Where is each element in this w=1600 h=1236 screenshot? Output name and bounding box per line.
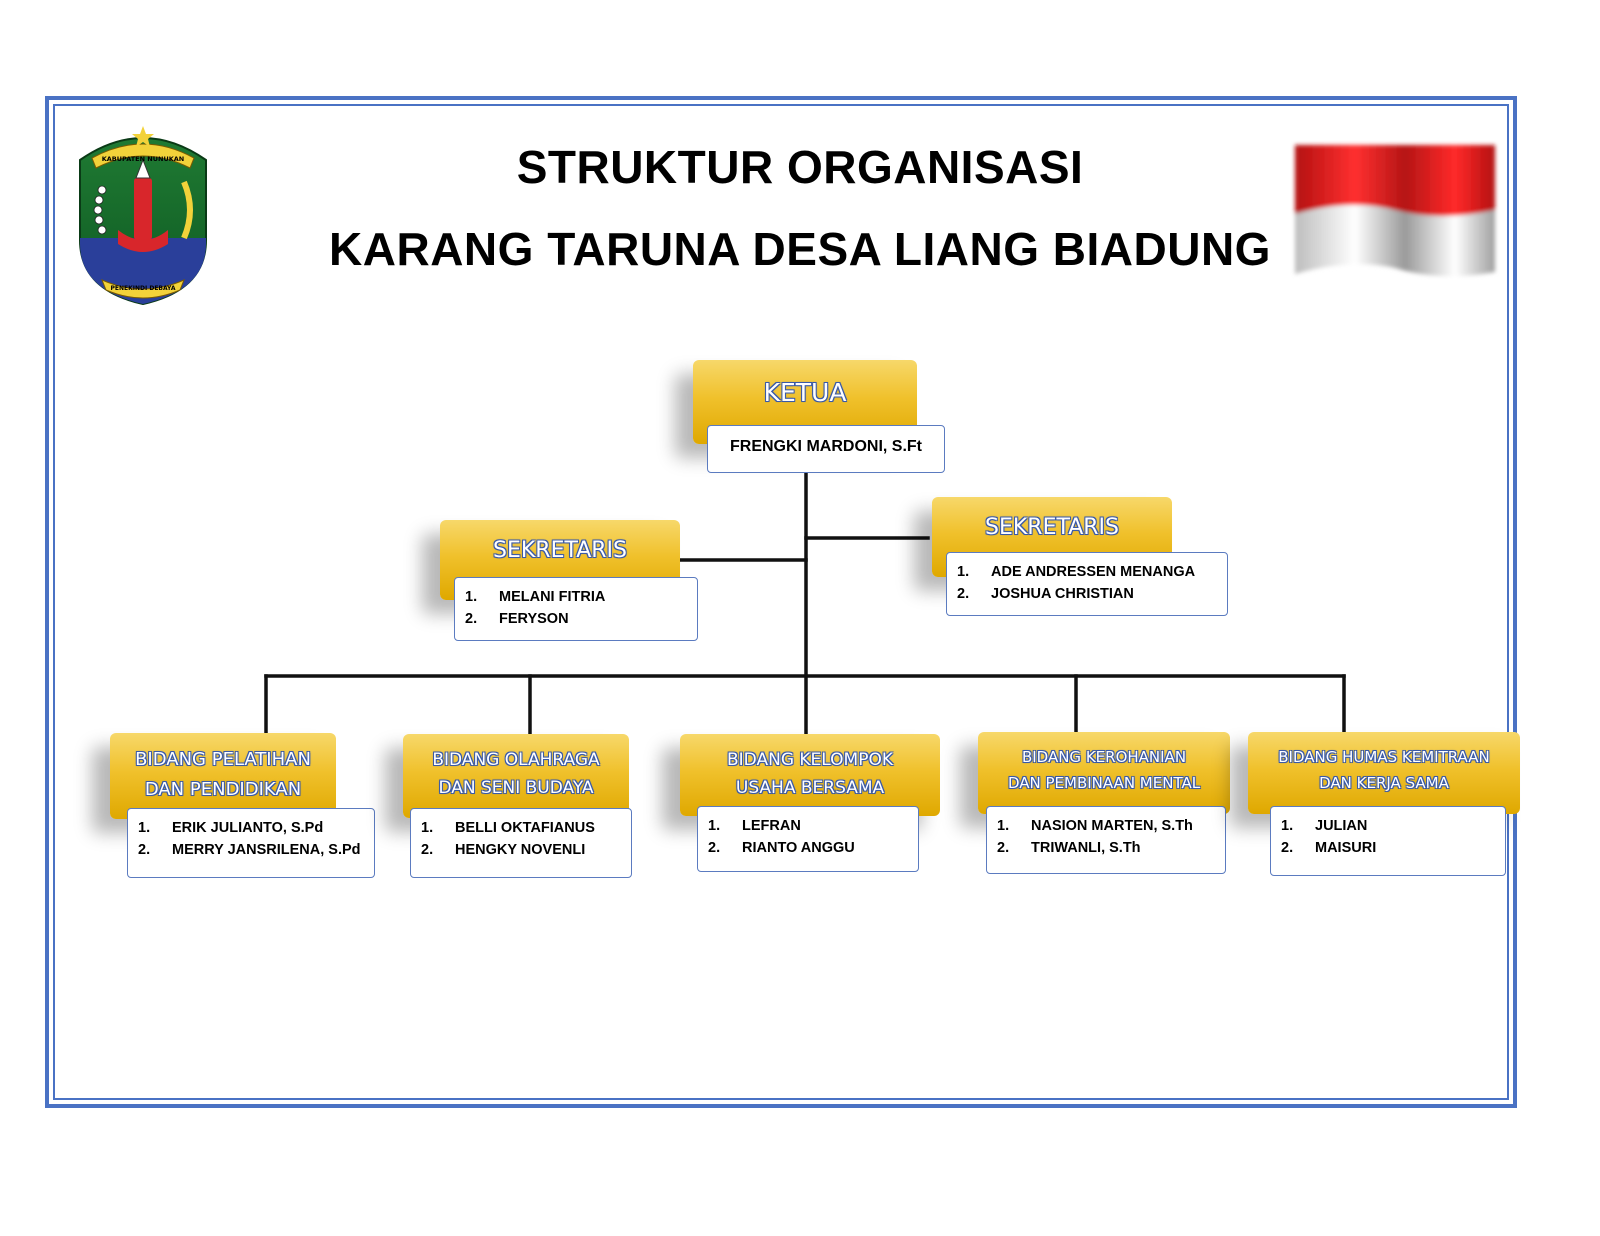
list-item: 2. FERYSON	[465, 611, 569, 627]
list-item: 2. HENGKY NOVENLI	[421, 842, 586, 858]
emblem-ribbon-top: KABUPATEN NUNUKAN	[102, 155, 185, 163]
indonesia-flag-icon	[1295, 145, 1495, 277]
bidang-kerohanian-members-card: 1. NASION MARTEN, S.Th 2. TRIWANLI, S.Th	[986, 806, 1226, 874]
list-item: 2. MAISURI	[1281, 840, 1377, 856]
sekretaris-left-title: SEKRETARIS	[493, 538, 627, 563]
bidang-olahraga-members-card: 1. BELLI OKTAFIANUS 2. HENGKY NOVENLI	[410, 808, 632, 878]
page-title: STRUKTUR ORGANISASI	[516, 141, 1084, 193]
sekretaris-left-members-card: 1. MELANI FITRIA 2. FERYSON	[454, 577, 698, 641]
page-frame-outer	[45, 96, 1517, 1108]
list-item: 1. LEFRAN	[708, 818, 801, 834]
page-subtitle: KARANG TARUNA DESA LIANG BIADUNG	[329, 223, 1271, 275]
bidang-humas-members-card: 1. JULIAN 2. MAISURI	[1270, 806, 1506, 876]
ketua-name-card: FRENGKI MARDONI, S.Ft	[707, 425, 945, 473]
page-frame-inner	[53, 104, 1509, 1100]
list-item: 1. MELANI FITRIA	[465, 589, 606, 605]
sekretaris-right-members-card: 1. ADE ANDRESSEN MENANGA 2. JOSHUA CHRIS…	[946, 552, 1228, 616]
kabupaten-nunukan-emblem-icon: KABUPATEN NUNUKAN PENEKINDI DEBAYA	[79, 126, 207, 306]
list-item: 2. JOSHUA CHRISTIAN	[957, 586, 1134, 602]
list-item: 2. MERRY JANSRILENA, S.Pd	[138, 842, 361, 858]
list-item: 1. JULIAN	[1281, 818, 1368, 834]
list-item: 1. ADE ANDRESSEN MENANGA	[957, 564, 1196, 580]
list-item: 2. RIANTO ANGGU	[708, 840, 855, 856]
sekretaris-right-title: SEKRETARIS	[985, 515, 1119, 540]
list-item: 1. BELLI OKTAFIANUS	[421, 820, 595, 836]
emblem-ribbon-bottom: PENEKINDI DEBAYA	[111, 285, 176, 292]
bidang-pelatihan-title-box: BIDANG PELATIHAN DAN PENDIDIKAN	[110, 733, 336, 819]
bidang-kerohanian-title-box: BIDANG KEROHANIAN DAN PEMBINAAN MENTAL	[978, 732, 1230, 814]
ketua-title: KETUA	[763, 378, 847, 407]
list-item: 2. TRIWANLI, S.Th	[997, 840, 1141, 856]
bidang-humas-title-box: BIDANG HUMAS KEMITRAAN DAN KERJA SAMA	[1248, 732, 1520, 814]
bidang-olahraga-title-box: BIDANG OLAHRAGA DAN SENI BUDAYA	[403, 734, 629, 818]
bidang-kelompok-title-box: BIDANG KELOMPOK USAHA BERSAMA	[680, 734, 940, 816]
list-item: 1. ERIK JULIANTO, S.Pd	[138, 820, 324, 836]
list-item: 1. NASION MARTEN, S.Th	[997, 818, 1193, 834]
ketua-name: FRENGKI MARDONI, S.Ft	[730, 438, 922, 455]
bidang-pelatihan-members-card: 1. ERIK JULIANTO, S.Pd 2. MERRY JANSRILE…	[127, 808, 375, 878]
bidang-kelompok-members-card: 1. LEFRAN 2. RIANTO ANGGU	[697, 806, 919, 872]
